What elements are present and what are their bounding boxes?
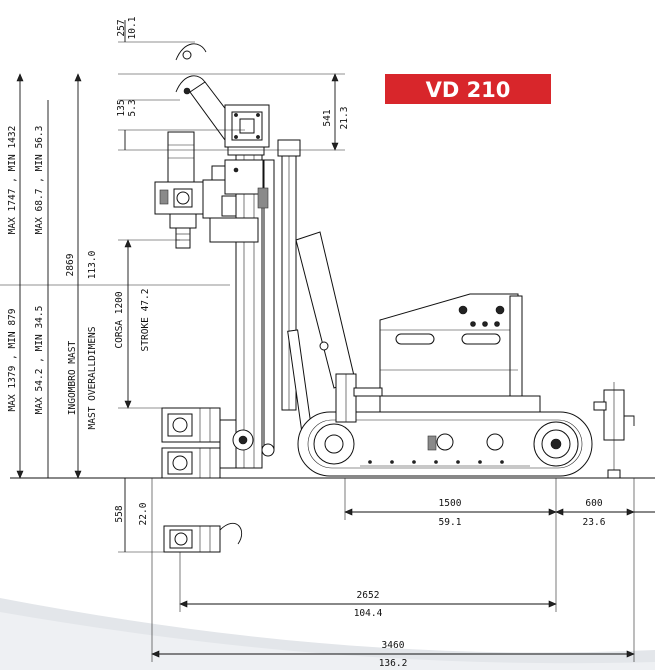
mast-overall-dimens-label: MAST OVERALLDIMENS <box>87 326 98 429</box>
background-swoosh-light <box>0 612 655 670</box>
dim-mast-max-mm: MAX 1747 , MIN 1432 <box>7 126 18 235</box>
dim-136-2: 136.2 <box>379 658 408 669</box>
dim-3460: 3460 <box>382 640 405 651</box>
dimension-labels: 257 10.1 MAX 1747 , MIN 1432 MAX 68.7 , … <box>7 16 606 669</box>
ingombro-mast-label: INGOMBRO MAST <box>67 341 78 416</box>
front-outrigger <box>335 373 383 423</box>
dim-lower-max-mm: MAX 1379 , MIN 879 <box>7 308 18 411</box>
dim-1500: 1500 <box>439 498 462 509</box>
dim-104-4: 104.4 <box>354 608 383 619</box>
dim-mast-max-in: MAX 68.7 , MIN 56.3 <box>34 126 45 235</box>
mast-column <box>235 149 263 469</box>
dim-22-0: 22.0 <box>138 502 149 525</box>
top-swivel <box>175 43 207 95</box>
power-pack <box>379 293 523 397</box>
mast-clamp-upper <box>161 407 221 443</box>
dim-558: 558 <box>114 505 125 522</box>
ground-clamp <box>163 523 243 553</box>
dim-lower-max-in: MAX 54.2 , MIN 34.5 <box>34 306 45 415</box>
dim-59-1: 59.1 <box>439 517 462 528</box>
drill-motor <box>154 131 204 249</box>
dim-257: 257 <box>116 19 127 36</box>
crawler-track <box>297 395 593 477</box>
mast-carriage <box>202 159 269 243</box>
dim-5-3: 5.3 <box>127 99 138 116</box>
stroke-label: STROKE 47.2 <box>140 289 151 352</box>
boom-arm <box>295 231 356 389</box>
model-badge: VD 210 <box>385 74 551 104</box>
dim-10-1: 10.1 <box>127 16 138 39</box>
rotary-head <box>224 104 270 156</box>
dim-2652: 2652 <box>357 590 380 601</box>
rear-outrigger <box>593 382 635 479</box>
dim-541: 541 <box>322 109 333 126</box>
drill-machine <box>154 43 635 553</box>
corsa-label: CORSA 1200 <box>114 291 125 348</box>
dim-600: 600 <box>585 498 602 509</box>
dim-2869: 2869 <box>65 253 76 276</box>
dim-113-0: 113.0 <box>87 250 98 279</box>
model-name: VD 210 <box>426 78 511 102</box>
dim-21-3: 21.3 <box>339 107 350 130</box>
mast-clamp-lower <box>161 447 221 479</box>
dim-135: 135 <box>116 99 127 116</box>
dimension-lines <box>0 20 655 662</box>
dim-23-6: 23.6 <box>583 517 606 528</box>
